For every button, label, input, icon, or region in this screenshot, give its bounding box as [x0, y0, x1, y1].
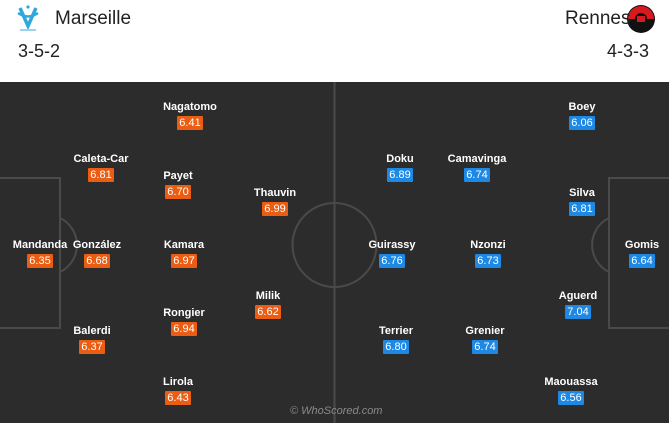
player-name: Rongier [163, 307, 205, 319]
away-penalty-arc [591, 217, 610, 273]
player-name: González [72, 239, 122, 251]
player-rating: 6.81 [88, 168, 114, 182]
player-name: Doku [386, 153, 414, 165]
player-name: Thauvin [253, 187, 297, 199]
player-rating: 6.74 [464, 168, 490, 182]
player-rating: 7.04 [565, 305, 591, 319]
player-rating: 6.43 [165, 391, 191, 405]
player-rating: 6.99 [262, 202, 288, 216]
away-formation: 4-3-3 [607, 41, 650, 61]
player-name: Balerdi [73, 325, 111, 337]
player-name: Guirassy [368, 239, 416, 251]
player-rating: 6.62 [255, 305, 281, 319]
home-formation: 3-5-2 [18, 41, 61, 61]
player-name: Maouassa [544, 376, 598, 388]
player-rating: 6.68 [84, 254, 110, 268]
player-rating: 6.64 [629, 254, 655, 268]
player-name: Caleta-Car [73, 153, 129, 165]
player-rating: 6.94 [171, 322, 197, 336]
player-rating: 6.70 [165, 185, 191, 199]
match-header: Marseille 3-5-2 Rennes 4-3-3 [0, 0, 669, 82]
player-name: Terrier [378, 325, 414, 337]
player-name: Kamara [163, 239, 205, 251]
away-team-name: Rennes [565, 8, 631, 29]
pitch-markings [0, 82, 669, 423]
player-rating: 6.80 [383, 340, 409, 354]
home-penalty-arc [59, 217, 78, 273]
player-rating: 6.35 [27, 254, 53, 268]
player-rating: 6.81 [569, 202, 595, 216]
player-name: Milik [255, 290, 281, 302]
home-penalty-box [0, 177, 61, 329]
player-rating: 6.89 [387, 168, 413, 182]
player-name: Silva [569, 187, 595, 199]
home-team-name: Marseille [55, 8, 132, 29]
rennes-crest-icon [627, 5, 655, 33]
player-name: Nzonzi [470, 239, 506, 251]
player-name: Payet [163, 170, 193, 182]
player-name: Gomis [624, 239, 660, 251]
marseille-crest-icon [17, 5, 39, 31]
player-name: Camavinga [447, 153, 507, 165]
player-name: Grenier [465, 325, 505, 337]
player-rating: 6.74 [472, 340, 498, 354]
pitch: Mandanda 6.35 Caleta-Car 6.81 González 6… [0, 82, 669, 423]
player-name: Lirola [163, 376, 193, 388]
player-rating: 6.56 [558, 391, 584, 405]
watermark: © WhoScored.com [290, 405, 383, 417]
player-rating: 6.41 [177, 116, 203, 130]
player-rating: 6.97 [171, 254, 197, 268]
player-name: Nagatomo [163, 101, 217, 113]
player-name: Aguerd [558, 290, 598, 302]
player-rating: 6.73 [475, 254, 501, 268]
center-circle [291, 202, 378, 288]
player-rating: 6.76 [379, 254, 405, 268]
player-rating: 6.06 [569, 116, 595, 130]
player-name: Boey [568, 101, 596, 113]
away-penalty-box [608, 177, 669, 329]
player-rating: 6.37 [79, 340, 105, 354]
player-name: Mandanda [12, 239, 68, 251]
